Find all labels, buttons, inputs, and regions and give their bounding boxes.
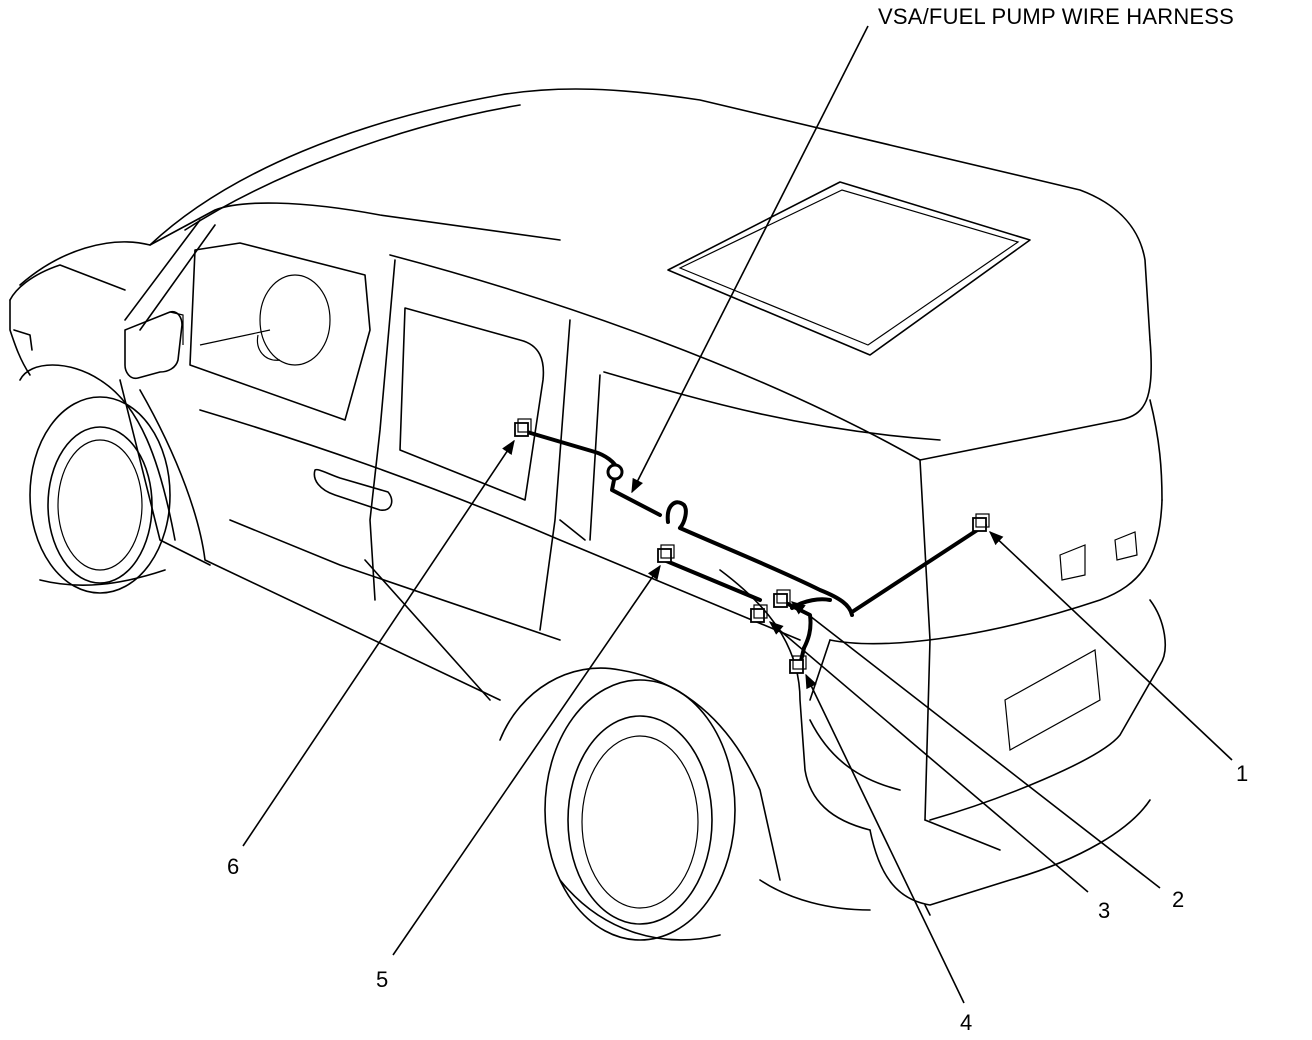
connector-5 — [657, 548, 672, 563]
leader-6 — [242, 439, 515, 847]
callout-1: 1 — [1236, 761, 1249, 786]
leader-harness — [631, 25, 869, 494]
vsa-fuel-pump-wire-harness — [525, 430, 987, 667]
leader-1 — [988, 531, 1233, 761]
leader-lines — [242, 25, 1233, 1004]
connector-6 — [514, 422, 529, 437]
callout-5: 5 — [376, 967, 389, 992]
callout-2: 2 — [1172, 887, 1185, 912]
vehicle-outline — [9, 88, 1166, 941]
connector-4 — [789, 659, 804, 674]
connector-1 — [972, 517, 987, 532]
connector-2 — [773, 593, 788, 608]
leader-2 — [790, 601, 1161, 889]
connector-3 — [750, 608, 765, 623]
leader-4 — [805, 673, 965, 1004]
callout-4: 4 — [960, 1010, 973, 1035]
leader-3 — [768, 621, 1089, 893]
connectors — [514, 418, 990, 674]
callout-3: 3 — [1098, 898, 1111, 923]
harness-label: VSA/FUEL PUMP WIRE HARNESS — [878, 4, 1235, 29]
leader-5 — [392, 564, 661, 956]
callout-6: 6 — [227, 854, 240, 879]
